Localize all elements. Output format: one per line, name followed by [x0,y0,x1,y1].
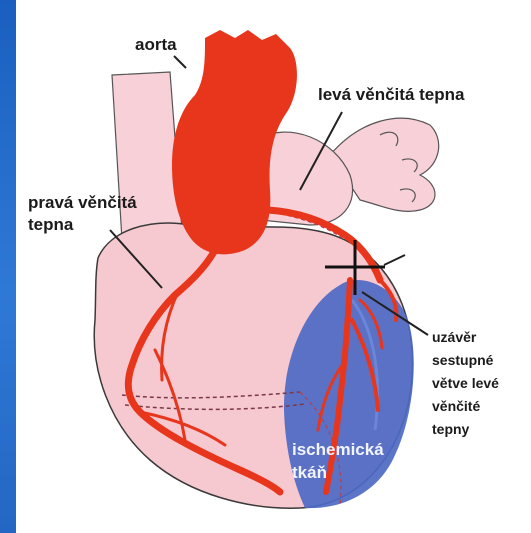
vena-cava [112,72,182,240]
label-aorta: aorta [135,35,177,54]
label-occlusion-2: sestupné [432,352,494,368]
pointer-aorta [174,56,186,68]
label-occlusion-3: větve levé [432,375,499,391]
label-right-coronary-2: tepna [28,215,74,234]
label-ischemic-2: tkáň [292,463,327,482]
label-occlusion-4: věnčité [432,398,480,414]
label-occlusion-5: tepny [432,421,470,437]
label-right-coronary-1: pravá věnčitá [28,193,137,212]
label-ischemic-1: ischemická [292,440,384,459]
label-left-coronary: levá věnčitá tepna [318,85,465,104]
label-occlusion-1: uzávěr [432,329,477,345]
pointer-occlusion-b [384,255,405,265]
